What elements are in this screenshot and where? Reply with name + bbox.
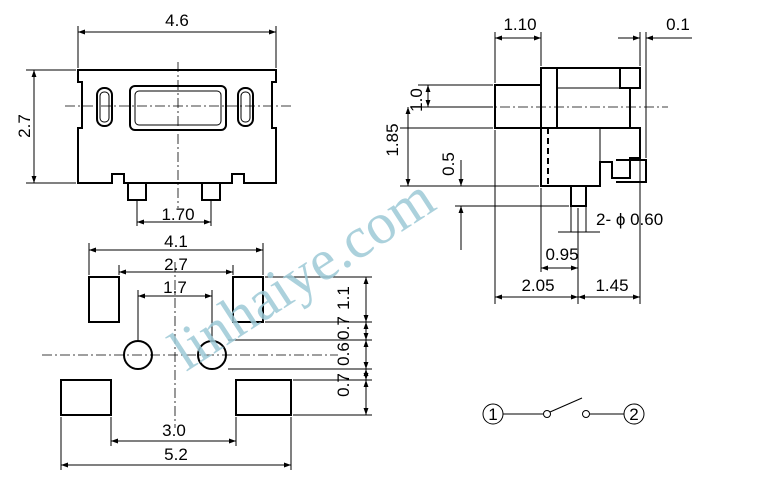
dim-side-body: 1.85	[383, 123, 402, 156]
pad-bottom-left	[60, 379, 112, 416]
switch-schematic: 1 2	[482, 397, 645, 425]
dim-side-standoff: 0.5	[439, 152, 458, 176]
pin-right	[201, 183, 221, 201]
dim-top-height: 2.7	[15, 114, 34, 138]
side-view: 1.10 0.1 1.0 1.85 0.5 2- ϕ 0.60 0.95	[383, 15, 692, 304]
slot-right	[237, 87, 254, 127]
hole-left	[123, 340, 153, 370]
dim-side-width: 1.10	[503, 15, 536, 34]
actuator	[494, 84, 542, 129]
pin-left	[127, 183, 147, 201]
dim-pad-bottom-span: 3.0	[162, 421, 186, 440]
dim-side-peg: 2- ϕ 0.60	[596, 210, 663, 229]
dim-pad-inner: 2.7	[164, 255, 188, 274]
dim-pad-v2: 0.7	[334, 316, 353, 340]
top-view: 4.6 2.7 1.70	[15, 11, 292, 226]
pad-top-left	[88, 276, 120, 323]
dim-pad-v4: 0.7	[334, 373, 353, 397]
dim-pad-v1: 1.1	[334, 286, 353, 310]
dim-pad-total: 5.2	[164, 445, 188, 464]
dim-side-base: 2.05	[521, 276, 554, 295]
peg	[570, 185, 587, 207]
dim-side-actuator: 1.0	[407, 88, 426, 112]
dim-pad-v3: 0.6	[334, 342, 353, 366]
hole-right	[197, 340, 227, 370]
pad-bottom-right	[235, 379, 292, 416]
actuator-window	[129, 85, 227, 131]
pin-marker-2	[623, 403, 645, 425]
dim-top-width: 4.6	[165, 11, 189, 30]
slot-left	[96, 87, 113, 127]
svg-text:2: 2	[629, 405, 638, 424]
dim-hole-pitch: 1.7	[163, 278, 187, 297]
svg-text:1: 1	[488, 405, 497, 424]
pad-top-right	[232, 276, 264, 323]
dim-side-right: 1.45	[595, 276, 628, 295]
watermark: linhaiye.com	[158, 164, 446, 383]
dim-top-pin-pitch: 1.70	[161, 205, 194, 224]
dim-pad-outer: 4.1	[164, 232, 188, 251]
dim-side-thk: 0.1	[666, 15, 690, 34]
pad-layout-view: 4.1 2.7 1.7 3.0 5.2 1.1 0.7 0.6	[42, 232, 372, 470]
dim-side-peg-offset: 0.95	[545, 245, 578, 264]
